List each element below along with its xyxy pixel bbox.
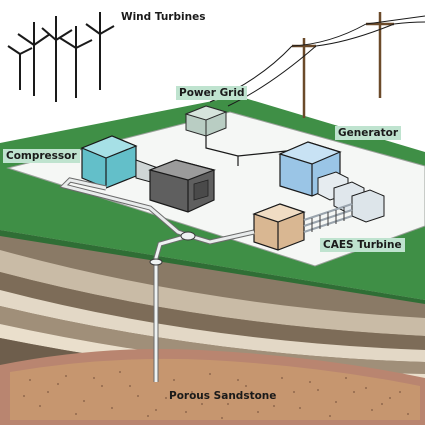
label-generator: Generator xyxy=(335,126,402,140)
power-lines xyxy=(209,12,425,118)
label-compressor: Compressor xyxy=(3,149,80,163)
compressor-unit xyxy=(80,135,159,189)
label-wind-turbines: Wind Turbines xyxy=(121,11,206,23)
motor-unit xyxy=(148,159,216,213)
air-piping xyxy=(59,177,255,382)
label-power-grid: Power Grid xyxy=(176,86,248,100)
label-caes-turbine: CAES Turbine xyxy=(320,238,405,252)
wind-turbines xyxy=(7,12,115,102)
caes-turbine-unit xyxy=(252,203,353,251)
generator-unit xyxy=(278,141,385,223)
power-grid-box xyxy=(184,105,228,137)
porous-sandstone-layer xyxy=(0,349,425,425)
label-porous-sandstone: Porous Sandstone xyxy=(169,390,277,402)
